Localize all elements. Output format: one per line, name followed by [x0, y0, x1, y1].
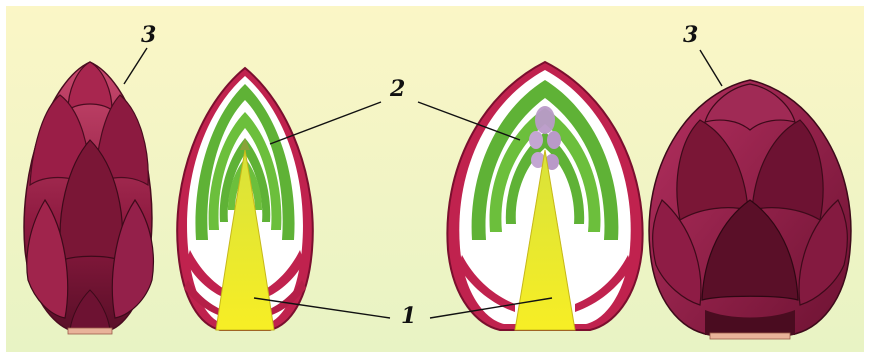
label-bud-scales-right: 3 — [683, 24, 698, 46]
label-bud-scales-left: 3 — [141, 24, 156, 46]
label-leaf-primordia: 2 — [390, 78, 405, 100]
label-growth-point: 1 — [401, 305, 416, 327]
